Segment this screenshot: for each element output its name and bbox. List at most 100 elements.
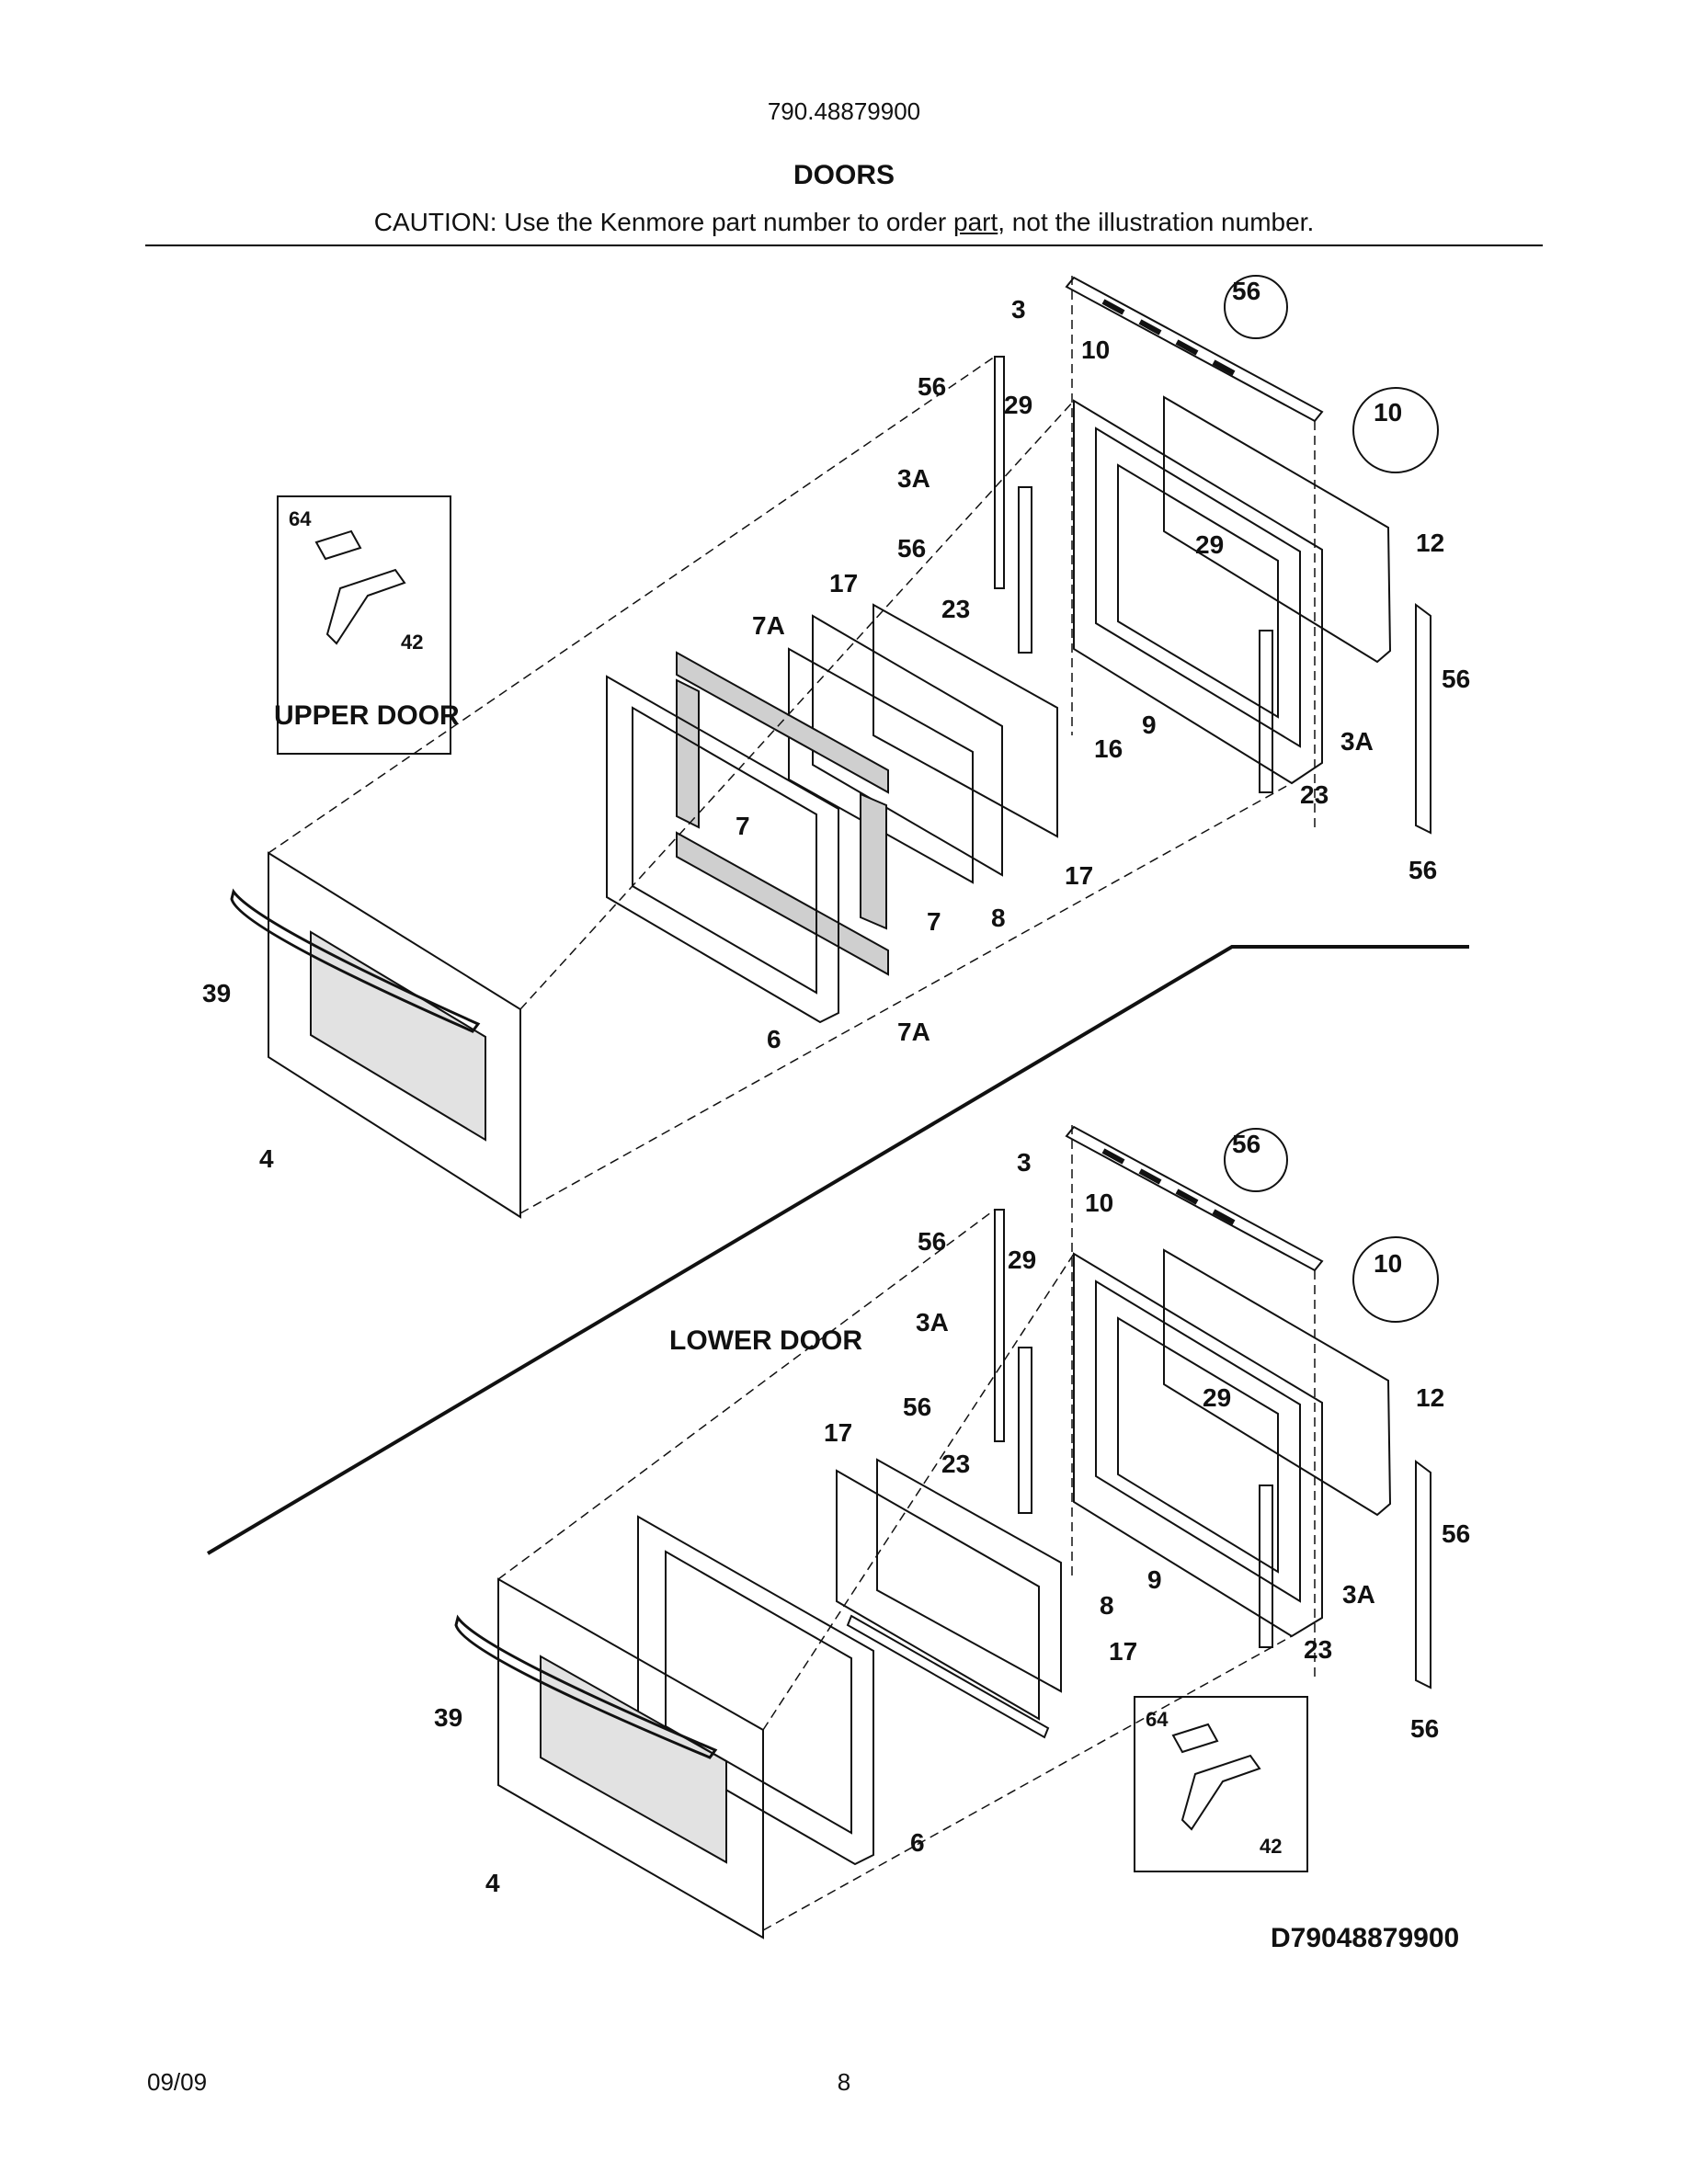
callout-label: 56 [1442, 1519, 1470, 1548]
callout-label: 6 [767, 1025, 781, 1053]
lower-bolt-detail-bubble [1352, 1236, 1439, 1323]
callout-label: 17 [829, 569, 858, 597]
callout-label: 29 [1008, 1246, 1036, 1274]
callout-label: 56 [918, 372, 946, 401]
upper-inset-bracket-icon [314, 529, 406, 645]
callout-label: 3A [1340, 727, 1374, 756]
lower-hinge-left [1018, 1347, 1032, 1514]
callout-label: 10 [1374, 1249, 1402, 1278]
caution-link[interactable]: part [953, 208, 998, 236]
upper-outer-door-panel [268, 851, 521, 1219]
lower-door-handle [454, 1614, 718, 1759]
callout-label: 3A [1342, 1580, 1375, 1609]
upper-hinge-left [1018, 486, 1032, 654]
callout-label: 17 [1109, 1637, 1137, 1666]
callout-label: 29 [1203, 1383, 1231, 1412]
upper-insulation-top [676, 651, 889, 794]
caution-prefix: CAUTION: Use the Kenmore part number to … [373, 208, 953, 236]
header-rule [145, 245, 1543, 246]
upper-screw-detail-bubble [1224, 275, 1288, 339]
callout-label: 23 [941, 595, 970, 623]
section-label-upper-door: UPPER DOOR [274, 700, 460, 731]
upper-door-window [310, 930, 486, 1142]
lower-outer-door-panel [497, 1577, 764, 1939]
upper-insulation-side-right [860, 792, 887, 930]
callout-label: 6 [910, 1828, 925, 1857]
section-label-lower-door: LOWER DOOR [669, 1325, 862, 1356]
callout-label: 56 [903, 1393, 931, 1421]
upper-hinge-channel-left [994, 356, 1005, 589]
callout-label: 9 [1147, 1565, 1162, 1594]
callout-label: 3A [897, 464, 930, 493]
callout-label: 23 [1300, 780, 1329, 809]
lower-side-channel-right [1415, 1460, 1431, 1689]
upper-insulation-bottom [676, 831, 889, 976]
model-number: 790.48879900 [767, 97, 921, 125]
lower-door-assembly [454, 1125, 1431, 1939]
callout-label: 17 [1065, 861, 1093, 890]
lower-insulation-frame [1163, 1248, 1392, 1517]
callout-label: 56 [918, 1227, 946, 1256]
callout-label: 29 [1195, 530, 1224, 559]
callout-label: 12 [1416, 1383, 1444, 1412]
upper-bolt-detail-bubble [1352, 387, 1439, 473]
callout-label: 42 [401, 631, 423, 654]
diagram-code: D79048879900 [1271, 1923, 1459, 1953]
upper-insulation-side-left [676, 678, 700, 829]
callout-label: 9 [1142, 711, 1157, 739]
callout-label: 3 [1017, 1148, 1032, 1177]
callout-label: 16 [1094, 734, 1123, 763]
upper-glass-frame [812, 614, 1003, 877]
callout-label: 56 [1232, 277, 1260, 305]
callout-label: 39 [434, 1703, 462, 1732]
callout-label: 10 [1081, 336, 1110, 364]
callout-label: 56 [1410, 1714, 1439, 1743]
callout-label: 3A [916, 1308, 949, 1337]
upper-side-channel-right [1415, 603, 1431, 835]
lower-glass-pane [876, 1458, 1062, 1693]
lower-screw-detail-bubble [1224, 1128, 1288, 1192]
footer-date: 09/09 [147, 2068, 208, 2096]
callout-label: 29 [1004, 391, 1032, 419]
lower-inset-bracket-icon [1171, 1723, 1261, 1831]
lower-inset-box [1134, 1696, 1308, 1872]
callout-label: 23 [1304, 1635, 1332, 1664]
callout-label: 56 [1442, 665, 1470, 693]
callout-label: 7A [752, 611, 785, 640]
lower-door-liner [1073, 1252, 1323, 1638]
upper-door-frame [606, 675, 839, 1024]
callout-label: 56 [1232, 1130, 1260, 1158]
upper-door-handle [230, 888, 481, 1033]
caution-suffix: , not the illustration number. [998, 208, 1315, 236]
callout-label: 8 [1100, 1591, 1114, 1620]
upper-outer-glass [873, 603, 1058, 838]
section-divider [206, 945, 1469, 1555]
lower-glass-seal [846, 1614, 1050, 1739]
lower-hinge-channel-left [994, 1209, 1005, 1442]
lower-door-window [540, 1655, 727, 1864]
page-number: 8 [837, 2068, 851, 2096]
upper-door-assembly [230, 276, 1431, 1219]
callout-label: 17 [824, 1418, 852, 1447]
upper-insulation-frame [1163, 395, 1392, 664]
callout-label: 4 [485, 1869, 500, 1897]
callout-label: 56 [897, 534, 926, 563]
callout-label: 42 [1260, 1835, 1282, 1858]
callout-label: 64 [1146, 1708, 1169, 1731]
callout-label: 10 [1085, 1189, 1113, 1217]
callout-label: 7 [927, 907, 941, 936]
lower-door-frame [637, 1515, 874, 1866]
callout-label: 56 [1409, 856, 1437, 884]
upper-inset-box [277, 495, 451, 755]
callout-label: 7A [897, 1018, 930, 1046]
callout-label: 12 [1416, 529, 1444, 557]
callout-label: 3 [1011, 295, 1026, 324]
callout-label: 64 [289, 507, 312, 530]
callout-label: 4 [259, 1144, 274, 1173]
callout-label: 23 [941, 1450, 970, 1478]
page-title: DOORS [793, 160, 895, 190]
callout-label: 7 [736, 812, 750, 840]
lower-callouts: 3 56 10 56 29 10 3A 12 56 29 17 23 56 9 … [434, 1130, 1470, 1897]
caution-note: CAUTION: Use the Kenmore part number to … [0, 208, 1688, 237]
